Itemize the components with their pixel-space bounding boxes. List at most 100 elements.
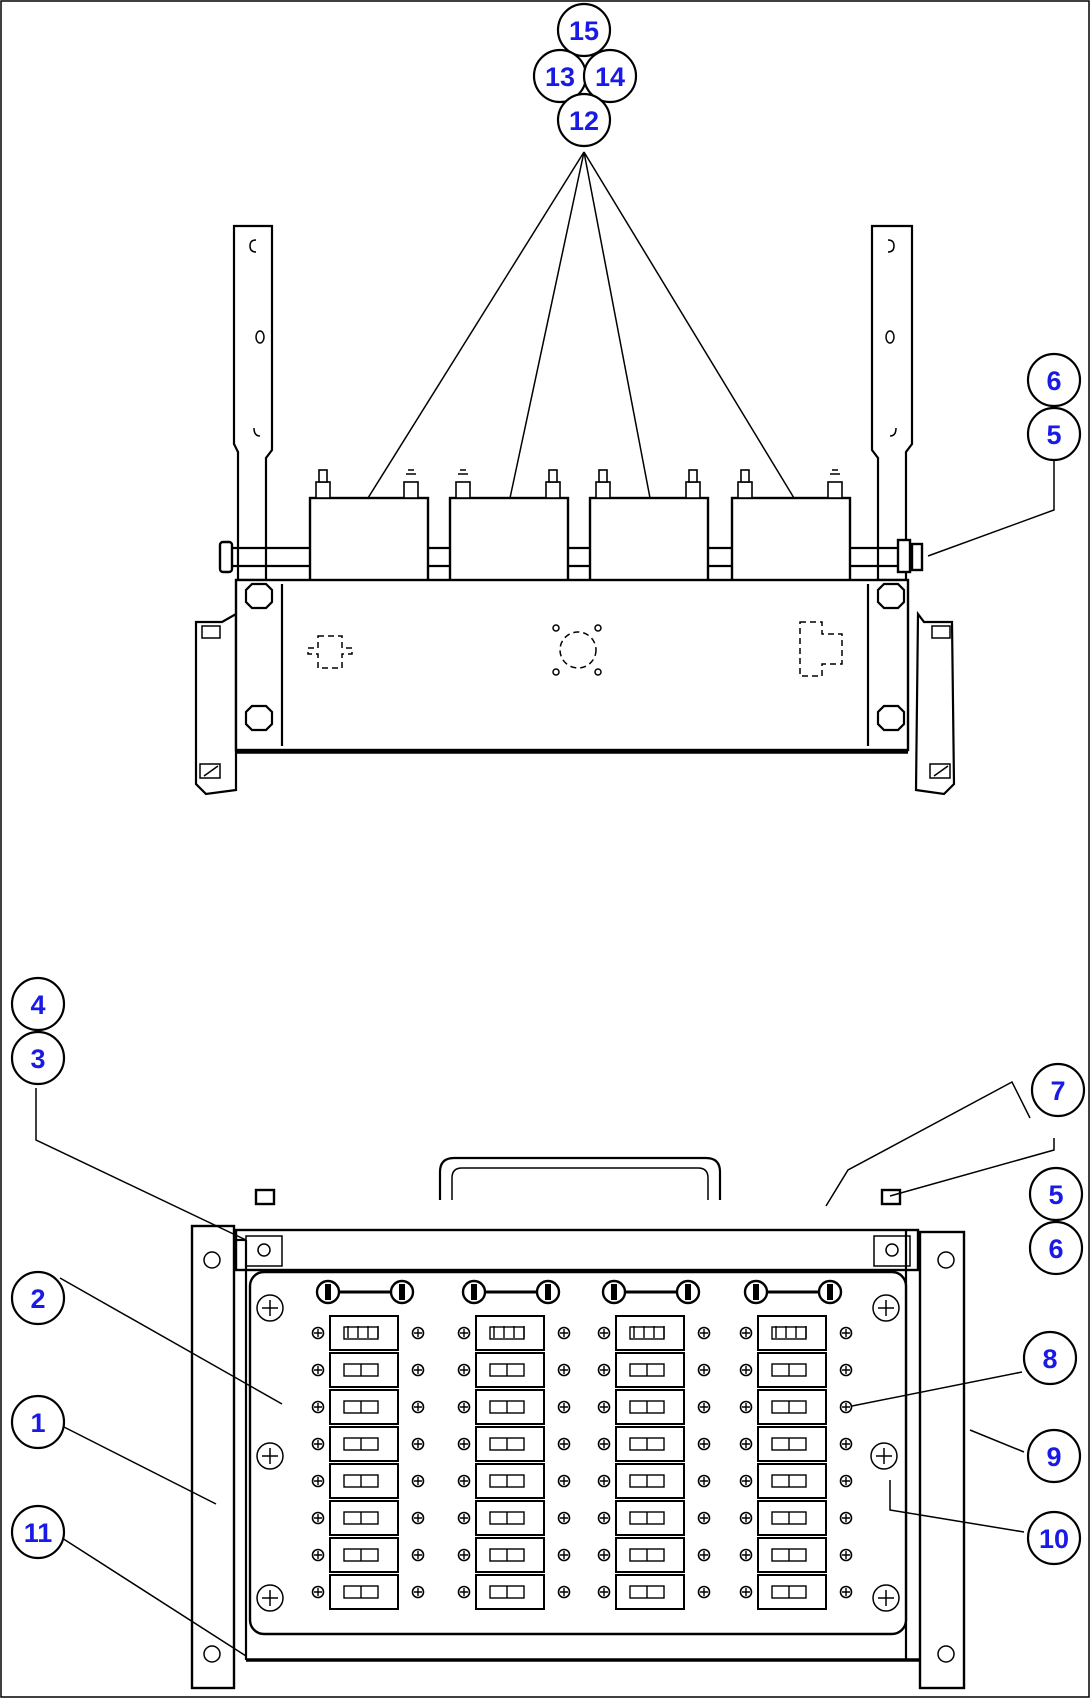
fuse: [329, 1574, 399, 1610]
front-view-assembly: [35, 1080, 1055, 1690]
fuse: [475, 1463, 545, 1499]
fuse: [475, 1352, 545, 1388]
callout-label: 7: [1050, 1076, 1065, 1106]
callout-label: 14: [595, 62, 625, 92]
callout-4: 4: [10, 976, 66, 1032]
callout-label: 5: [1046, 420, 1061, 450]
fuse: [615, 1500, 685, 1536]
relay-row: [308, 469, 852, 586]
callout-circle: [1030, 1062, 1086, 1118]
callout-1: 1: [10, 1394, 66, 1450]
callout-8: 8: [1022, 1330, 1078, 1386]
callout-label: 10: [1039, 1524, 1069, 1554]
right-side-bracket: [904, 1230, 966, 1690]
fuse: [329, 1463, 399, 1499]
fuse: [757, 1574, 827, 1610]
callout-label: 15: [569, 16, 599, 46]
callout-9: 9: [1026, 1428, 1082, 1484]
callout-3: 3: [10, 1030, 66, 1086]
fuse: [475, 1389, 545, 1425]
top-view-assembly: [194, 151, 1055, 796]
fuse: [615, 1315, 685, 1351]
callout-circle: [1028, 1166, 1084, 1222]
callout-15: 15: [556, 2, 612, 58]
fuse: [329, 1352, 399, 1388]
callout-6b: 6: [1028, 1220, 1084, 1276]
callout-label: 3: [30, 1044, 45, 1074]
callout-circle: [556, 92, 612, 148]
fuse: [615, 1463, 685, 1499]
leader-lines-top: [367, 151, 1055, 557]
callout-label: 1: [30, 1408, 45, 1438]
fuse: [757, 1537, 827, 1573]
panel-screws: [256, 1294, 900, 1612]
callout-circle: [1028, 1220, 1084, 1276]
fuse: [475, 1426, 545, 1462]
fuse: [757, 1463, 827, 1499]
left-side-bracket: [190, 1224, 248, 1690]
callout-circle: [10, 1270, 66, 1326]
fuse-columns: [311, 1279, 853, 1610]
fuse-panel: [248, 1270, 908, 1636]
fuse: [757, 1426, 827, 1462]
fuse: [615, 1574, 685, 1610]
callout-label: 4: [30, 990, 45, 1020]
fuse: [329, 1389, 399, 1425]
callout-circle: [10, 1504, 66, 1560]
base-plate: [234, 578, 910, 754]
fuse-column: [311, 1279, 425, 1610]
callout-14: 14: [582, 48, 638, 104]
callout-label: 6: [1048, 1234, 1063, 1264]
callout-label: 11: [24, 1518, 53, 1548]
callout-13: 13: [532, 48, 588, 104]
callout-11: 11: [10, 1504, 66, 1560]
top-cover: [234, 1228, 920, 1272]
fuse: [615, 1352, 685, 1388]
callout-circle: [1026, 406, 1082, 462]
fuse-column: [457, 1279, 571, 1610]
callout-12: 12: [556, 92, 612, 148]
callout-circle: [10, 976, 66, 1032]
callout-6a: 6: [1026, 352, 1082, 408]
fuse-column: [597, 1279, 711, 1610]
fuse: [329, 1315, 399, 1351]
fuse: [475, 1315, 545, 1351]
fuse: [615, 1389, 685, 1425]
fuse: [329, 1537, 399, 1573]
callout-label: 5: [1048, 1180, 1063, 1210]
callout-label: 13: [545, 62, 575, 92]
callout-circle: [1022, 1330, 1078, 1386]
fuse-column: [739, 1279, 853, 1610]
callout-circle: [10, 1030, 66, 1086]
fuse: [757, 1389, 827, 1425]
fuse: [615, 1537, 685, 1573]
callout-circle: [582, 48, 638, 104]
fuse: [615, 1426, 685, 1462]
fuse: [475, 1500, 545, 1536]
callout-label: 2: [30, 1284, 45, 1314]
callout-circle: [556, 2, 612, 58]
top-stud-left: [254, 1188, 276, 1206]
fuse: [757, 1315, 827, 1351]
fuse: [329, 1426, 399, 1462]
callout-circle: [1026, 1510, 1082, 1566]
fuse: [475, 1574, 545, 1610]
top-stud-right: [880, 1188, 902, 1206]
callout-circle: [1026, 352, 1082, 408]
callout-5b: 5: [1028, 1166, 1084, 1222]
fuse: [329, 1500, 399, 1536]
callout-5a: 5: [1026, 406, 1082, 462]
callout-label: 8: [1042, 1344, 1057, 1374]
leader-lines-front: [35, 1080, 1055, 1657]
callout-7: 7: [1030, 1062, 1086, 1118]
fuse: [475, 1537, 545, 1573]
callout-2: 2: [10, 1270, 66, 1326]
callout-circle: [1026, 1428, 1082, 1484]
callout-circle: [10, 1394, 66, 1450]
callout-10: 10: [1026, 1510, 1082, 1566]
fuse: [757, 1352, 827, 1388]
callout-label: 6: [1046, 366, 1061, 396]
